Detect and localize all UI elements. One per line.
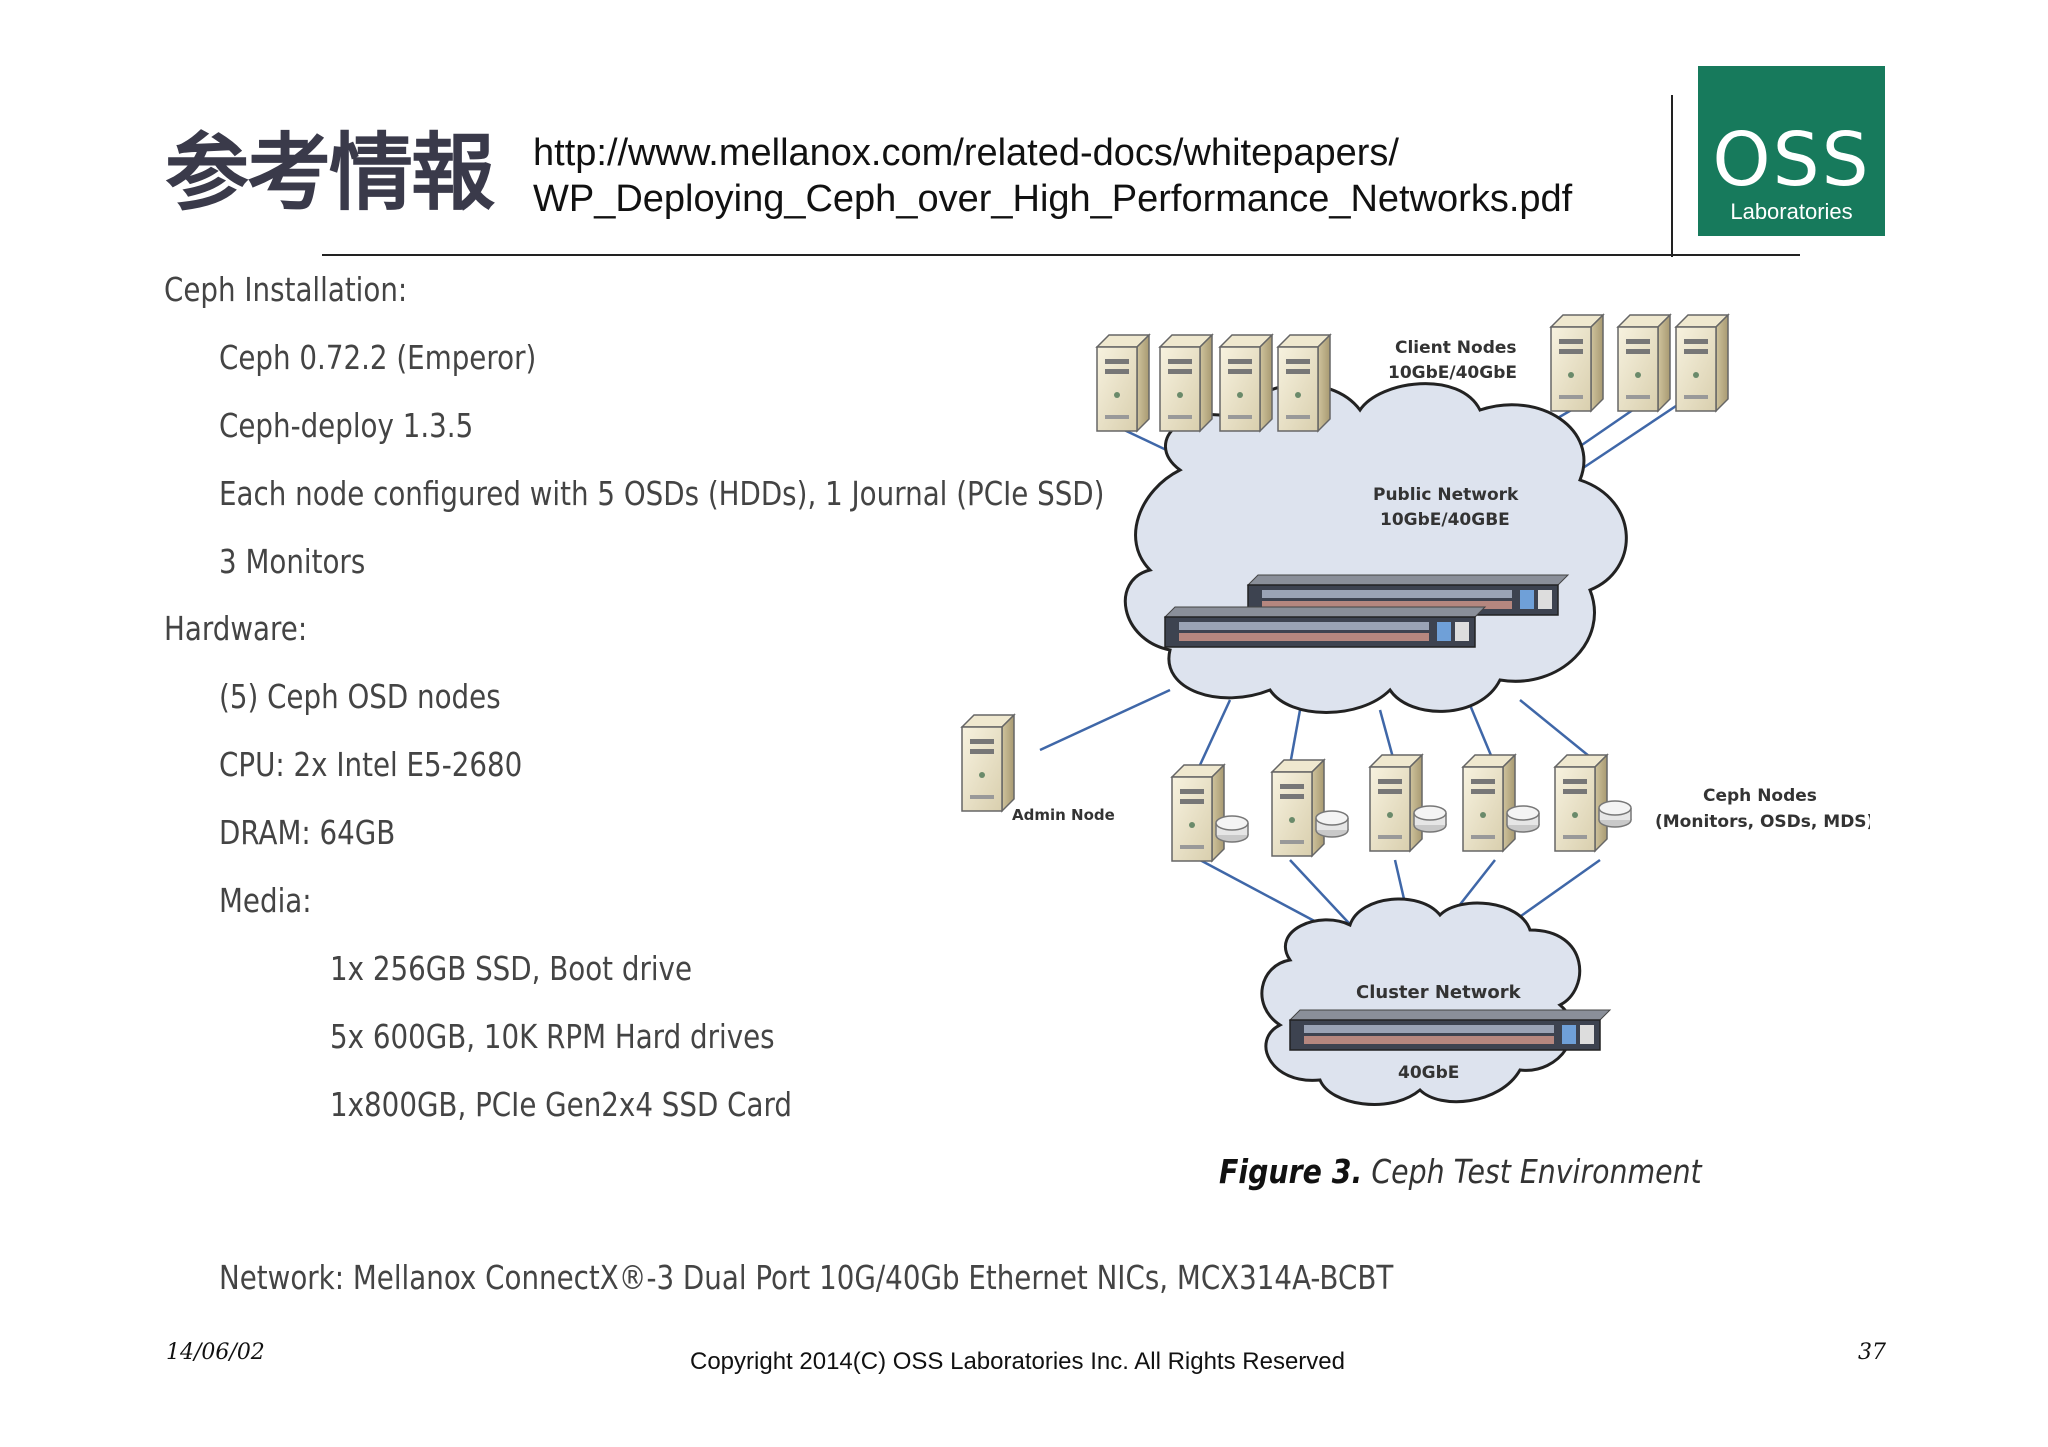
public-switch-icon <box>1164 606 1486 648</box>
body-line-dram: DRAM: 64GB <box>219 813 396 852</box>
client-nodes-speed: 10GbE/40GbE <box>1388 363 1517 383</box>
ceph-server-icon <box>1554 754 1608 852</box>
public-network-speed: 10GbE/40GBE <box>1380 510 1510 530</box>
reference-url: http://www.mellanox.com/related-docs/whi… <box>533 130 1572 222</box>
client-server-icon <box>1219 334 1273 432</box>
ceph-test-environment-diagram: Client Nodes 10GbE/40GbE Public Network … <box>961 314 1870 1106</box>
body-line-node-config: Each node configured with 5 OSDs (HDDs),… <box>219 474 1105 513</box>
admin-node-label: Admin Node <box>1012 806 1115 824</box>
disk-icon <box>1506 805 1540 833</box>
ceph-server-icon <box>1271 759 1325 857</box>
figure-number: Figure 3. <box>1219 1152 1363 1191</box>
disk-icon <box>1315 810 1349 838</box>
client-nodes-label: Client Nodes <box>1395 338 1517 358</box>
figure-caption: Figure 3. Ceph Test Environment <box>1219 1152 1702 1191</box>
client-server-icon <box>1675 314 1729 412</box>
body-line-network: Network: Mellanox ConnectX®-3 Dual Port … <box>219 1258 1394 1297</box>
public-network-label: Public Network <box>1373 485 1519 505</box>
ceph-server-icon <box>1462 754 1516 852</box>
ceph-nodes-label: Ceph Nodes <box>1703 786 1817 806</box>
cluster-network-speed: 40GbE <box>1398 1063 1459 1083</box>
ceph-server-icon <box>1369 754 1423 852</box>
admin-server-icon <box>961 714 1015 812</box>
body-line-ceph-version: Ceph 0.72.2 (Emperor) <box>219 338 537 377</box>
reference-url-line1: http://www.mellanox.com/related-docs/whi… <box>533 132 1399 174</box>
logo-main-text: OSS <box>1712 117 1871 203</box>
cluster-network-label: Cluster Network <box>1356 982 1522 1003</box>
client-server-icon <box>1277 334 1331 432</box>
body-line-cpu: CPU: 2x Intel E5-2680 <box>219 745 523 784</box>
client-server-icon <box>1550 314 1604 412</box>
body-line-hardware: Hardware: <box>164 609 308 648</box>
body-line-boot-ssd: 1x 256GB SSD, Boot drive <box>330 949 693 988</box>
body-line-monitors: 3 Monitors <box>219 542 366 581</box>
header-divider <box>322 254 1800 256</box>
figure-title: Ceph Test Environment <box>1362 1152 1702 1191</box>
disk-icon <box>1215 815 1249 843</box>
body-line-osd-nodes: (5) Ceph OSD nodes <box>219 677 501 716</box>
public-network-cloud <box>1123 382 1628 714</box>
oss-logo: OSS Laboratories <box>1698 66 1885 236</box>
body-line-hdds: 5x 600GB, 10K RPM Hard drives <box>330 1017 775 1056</box>
body-line-ceph-installation: Ceph Installation: <box>164 270 408 309</box>
reference-url-line2: WP_Deploying_Ceph_over_High_Performance_… <box>533 178 1573 220</box>
page-number: 37 <box>1858 1340 1886 1365</box>
client-server-icon <box>1159 334 1213 432</box>
logo-sub-text: Laboratories <box>1730 199 1853 224</box>
client-server-icon <box>1096 334 1150 432</box>
body-line-ceph-deploy: Ceph-deploy 1.3.5 <box>219 406 474 445</box>
ceph-nodes-roles: (Monitors, OSDs, MDS) <box>1655 812 1870 832</box>
body-line-pcie-ssd: 1x800GB, PCIe Gen2x4 SSD Card <box>330 1085 792 1124</box>
logo-divider <box>1671 95 1673 257</box>
disk-icon <box>1413 805 1447 833</box>
body-line-media: Media: <box>219 881 312 920</box>
ceph-server-icon <box>1171 764 1225 862</box>
client-server-icon <box>1617 314 1671 412</box>
footer-copyright: Copyright 2014(C) OSS Laboratories Inc. … <box>690 1348 1345 1375</box>
cluster-switch-icon <box>1289 1009 1611 1051</box>
disk-icon <box>1598 800 1632 828</box>
footer-date: 14/06/02 <box>166 1340 265 1365</box>
slide-title: 参考情報 <box>165 124 495 222</box>
